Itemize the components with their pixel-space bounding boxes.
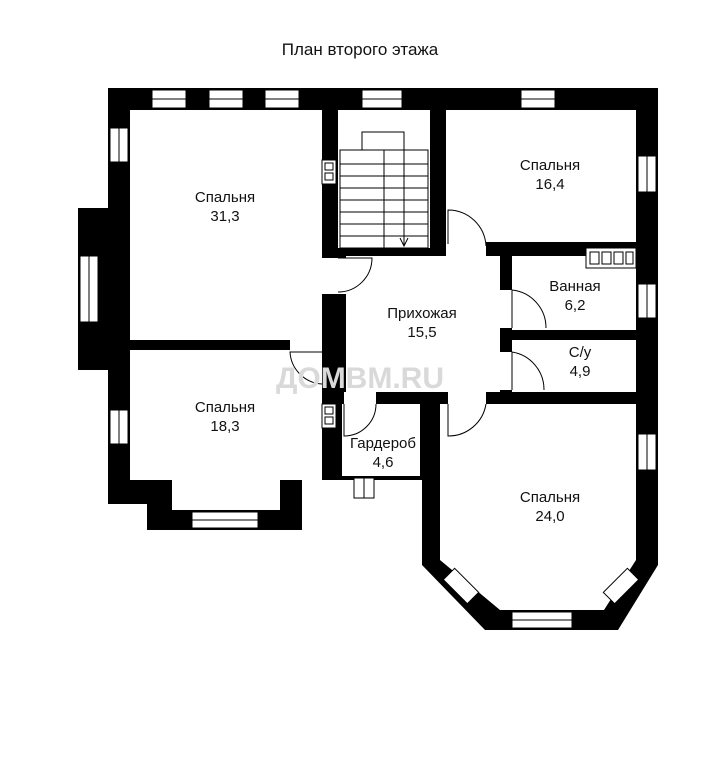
door bbox=[344, 392, 376, 404]
door-swing bbox=[447, 403, 487, 437]
room-name: Спальня bbox=[195, 399, 255, 416]
bath-fixture bbox=[585, 247, 637, 269]
door-swing bbox=[289, 351, 323, 385]
door-swing bbox=[337, 257, 373, 293]
room-name: Прихожая bbox=[387, 305, 457, 322]
window bbox=[442, 567, 480, 605]
room-name: Гардероб bbox=[350, 435, 416, 452]
room-area: 6,2 bbox=[565, 297, 586, 314]
stair-arrow-icon bbox=[399, 237, 409, 248]
door-swing bbox=[343, 403, 377, 437]
door-swing bbox=[447, 209, 487, 247]
door-swing bbox=[511, 351, 545, 391]
room-name: С/у bbox=[569, 344, 592, 361]
room-area: 18,3 bbox=[210, 418, 239, 435]
door bbox=[322, 258, 346, 294]
door bbox=[290, 340, 322, 350]
radiators bbox=[321, 159, 337, 429]
room-area: 16,4 bbox=[535, 176, 564, 193]
windows bbox=[79, 89, 657, 629]
staircase bbox=[339, 131, 429, 249]
room-area: 31,3 bbox=[210, 208, 239, 225]
door bbox=[500, 352, 512, 390]
door-swing bbox=[511, 289, 547, 329]
room-labels: Спальня 31,3 Спальня 16,4 Ванная 6,2 При… bbox=[195, 157, 601, 525]
doors bbox=[289, 209, 547, 437]
room-area: 24,0 bbox=[535, 508, 564, 525]
door bbox=[448, 392, 486, 404]
room-name: Спальня bbox=[195, 189, 255, 206]
bay-wall bbox=[78, 208, 108, 230]
window bbox=[602, 567, 640, 605]
room-area: 4,9 bbox=[570, 363, 591, 380]
plan-title: План второго этажа bbox=[281, 40, 439, 59]
room-name: Ванная bbox=[549, 278, 600, 295]
room-area: 15,5 bbox=[407, 324, 436, 341]
room-name: Спальня bbox=[520, 157, 580, 174]
door bbox=[500, 290, 512, 328]
walls bbox=[78, 88, 658, 630]
room-area: 4,6 bbox=[373, 454, 394, 471]
watermark: ДОМВМ.RU bbox=[276, 362, 444, 395]
room-name: Спальня bbox=[520, 489, 580, 506]
door bbox=[446, 242, 486, 256]
